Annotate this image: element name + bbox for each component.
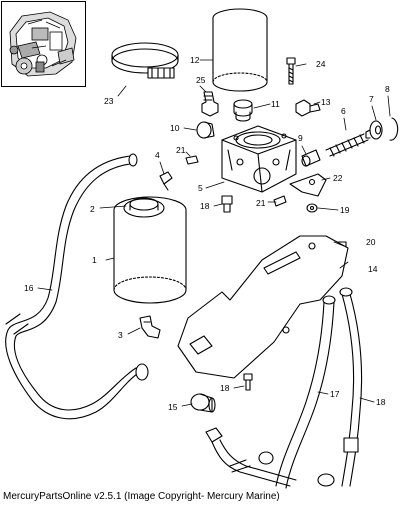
callout-25: 25 bbox=[196, 75, 206, 85]
part-18-bolt-b bbox=[243, 373, 253, 391]
callout-3: 3 bbox=[118, 330, 123, 340]
part-24-screw bbox=[286, 57, 296, 85]
callout-22: 22 bbox=[333, 173, 343, 183]
part-19-bolt bbox=[306, 203, 318, 213]
part-3-elbow-fitting bbox=[139, 315, 161, 339]
callout-12: 12 bbox=[190, 55, 200, 65]
part-23-hose-clamp bbox=[111, 42, 179, 79]
part-17-hose bbox=[275, 295, 336, 489]
callout-11: 11 bbox=[271, 99, 280, 109]
part-11-plug bbox=[233, 99, 253, 122]
callout-7: 7 bbox=[369, 94, 374, 104]
lower-tube-assembly bbox=[205, 427, 335, 487]
part-10-fitting bbox=[196, 121, 215, 139]
part-5-filter-housing bbox=[221, 125, 297, 193]
callout-24: 24 bbox=[316, 59, 326, 69]
callout-2: 2 bbox=[90, 204, 95, 214]
part-2-filter-cap bbox=[123, 197, 165, 218]
callout-4: 4 bbox=[155, 150, 160, 160]
callout-1: 1 bbox=[92, 255, 97, 265]
leader-lines bbox=[37, 59, 391, 407]
part-13-fitting bbox=[295, 99, 321, 117]
part-18-hose bbox=[339, 287, 363, 487]
callout-15: 15 bbox=[168, 402, 178, 412]
part-4-fitting bbox=[159, 171, 173, 191]
callout-21-right: 21 bbox=[256, 198, 266, 208]
callout-10: 10 bbox=[170, 123, 180, 133]
engine-thumbnail bbox=[1, 1, 86, 87]
callout-8: 8 bbox=[385, 84, 390, 94]
callout-9: 9 bbox=[298, 133, 303, 143]
part-9-piston bbox=[301, 149, 321, 167]
callout-14: 14 bbox=[368, 264, 378, 274]
callout-17: 17 bbox=[330, 389, 340, 399]
callout-labels: 1 2 3 4 5 6 7 8 9 10 11 12 13 14 15 16 1… bbox=[24, 55, 390, 412]
callout-16: 16 bbox=[24, 283, 34, 293]
callout-20: 20 bbox=[366, 237, 376, 247]
callout-23: 23 bbox=[104, 96, 114, 106]
part-14-mounting-bracket bbox=[177, 235, 349, 379]
part-16-hose bbox=[5, 153, 149, 420]
part-6-spring bbox=[325, 133, 369, 157]
part-15-connector bbox=[190, 393, 216, 413]
callout-13: 13 bbox=[321, 97, 331, 107]
engine-thumbnail-drawing bbox=[9, 11, 77, 77]
part-18-bolt-a bbox=[221, 195, 233, 213]
callout-21-left: 21 bbox=[176, 145, 186, 155]
part-21-fitting-a bbox=[185, 155, 199, 165]
callout-18-bolt-upper: 18 bbox=[200, 201, 210, 211]
callout-19: 19 bbox=[340, 205, 350, 215]
part-7-valve bbox=[365, 120, 383, 140]
callout-18-hose: 18 bbox=[376, 397, 386, 407]
callout-18-bolt-lower: 18 bbox=[220, 383, 230, 393]
callout-5: 5 bbox=[198, 183, 203, 193]
part-12-cylinder bbox=[212, 8, 268, 92]
part-22-bracket bbox=[289, 173, 327, 197]
part-25-fitting bbox=[201, 91, 219, 117]
part-8-retaining-ring bbox=[389, 117, 399, 141]
callout-6: 6 bbox=[341, 106, 346, 116]
part-21-fitting-b bbox=[273, 195, 287, 207]
copyright-caption: MercuryPartsOnline v2.5.1 (Image Copyrig… bbox=[3, 491, 280, 502]
